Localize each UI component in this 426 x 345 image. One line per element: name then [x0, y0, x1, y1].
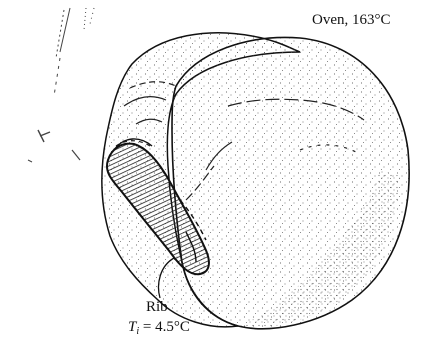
roast-right-lobe: [172, 37, 409, 328]
oven-temperature-label: Oven, 163°C: [312, 13, 391, 28]
rib-label: Rib: [146, 300, 168, 315]
temp-value: = 4.5°C: [139, 319, 190, 335]
initial-temperature-label: Ti = 4.5°C: [128, 320, 190, 337]
background-scratches: [28, 8, 94, 162]
